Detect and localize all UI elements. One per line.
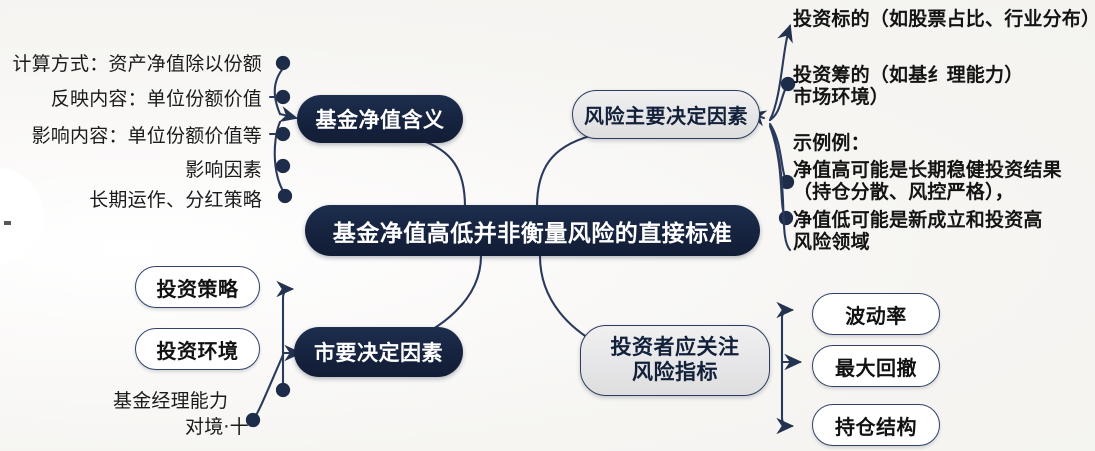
risk-example-heading: 示例例： <box>793 133 870 154</box>
leaf-node-holding-structure[interactable]: 持仓结构 <box>812 404 940 446</box>
center-node[interactable]: 基金净值高低并非衡量风险的直接标准 <box>305 205 760 256</box>
branch-node-nav-meaning[interactable]: 基金净值含义 <box>297 95 463 143</box>
nav-item-long-term: 长期运作、分红策略 <box>89 190 262 211</box>
risk-example-high-nav: 净值高可能是长期稳健投资结果 （持仓分散、风控严格）， <box>793 160 1062 204</box>
risk-example-low-nav: 净值低可能是新成立和投资高 风险领域 <box>793 210 1043 254</box>
nav-item-calculation: 计算方式：资产净值除以份额 <box>12 54 262 75</box>
link-nav-spine-arrow <box>278 106 299 123</box>
risk-item-manager: 投资筹的（如基纟理能力） 市场环境） <box>793 65 1024 109</box>
link-risk-item-3 <box>768 122 795 190</box>
branch-node-risk-factors[interactable]: 风险主要决定因素 <box>572 90 760 139</box>
link-center-to-risk-factors <box>535 134 592 209</box>
link-center-to-nav-meaning <box>418 138 467 209</box>
link-nav-spine-bottom <box>273 120 290 199</box>
market-item-manager-ability: 基金经理能力 <box>113 391 229 412</box>
leaf-node-max-drawdown[interactable]: 最大回撤 <box>812 345 940 387</box>
risk-item-target: 投资标的（如股票占比、行业分布） <box>793 9 1095 30</box>
link-metrics-to-holdings <box>776 360 795 435</box>
leaf-node-volatility[interactable]: 波动率 <box>812 293 940 335</box>
nav-item-factors: 影响因素 <box>185 160 262 181</box>
link-risk-item-2 <box>768 76 796 122</box>
link-metrics-to-volatility <box>776 301 795 364</box>
branch-node-investor-metrics[interactable]: 投资者应关注 风险指标 <box>580 325 770 396</box>
branch-node-market-factors[interactable]: 市要决定因素 <box>294 327 463 377</box>
nav-item-reflection: 反映内容：单位份额价值 <box>50 89 262 110</box>
corner-watermark-dot <box>4 221 11 225</box>
leaf-node-investment-environment[interactable]: 投资环境 <box>135 328 260 370</box>
corner-watermark <box>0 168 44 264</box>
market-item-other: 对境‧十 <box>185 417 249 438</box>
link-risk-spine-bottom <box>770 126 792 252</box>
leaf-node-investment-strategy[interactable]: 投资策略 <box>135 266 260 308</box>
link-risk-spine-top <box>768 24 793 122</box>
link-market-item-other <box>245 353 285 428</box>
link-risk-item-4 <box>768 124 794 226</box>
link-market-to-strategy <box>276 280 295 355</box>
nav-item-influence: 影响内容：单位份额价值等 <box>31 126 262 147</box>
link-nav-spine-top <box>273 61 290 116</box>
